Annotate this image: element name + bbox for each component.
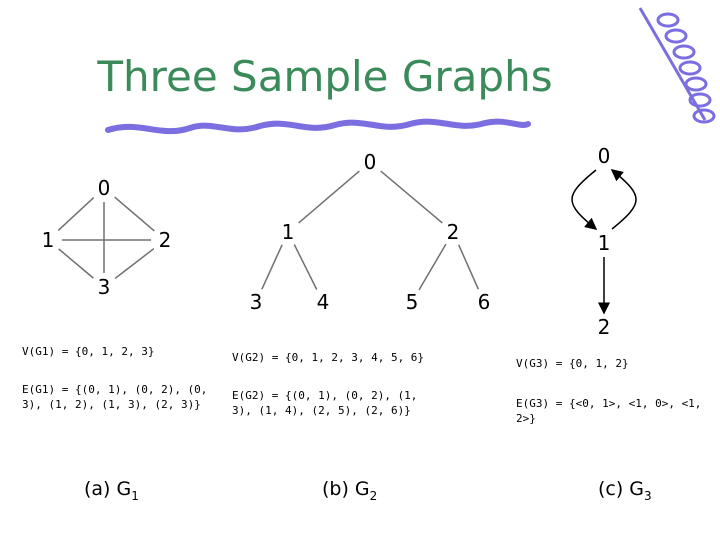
slide-title: Three Sample Graphs: [97, 52, 553, 101]
g2-edge-0-2: [380, 170, 443, 224]
g2-node-3: 3: [250, 290, 263, 314]
g1-edge-2-3: [114, 247, 155, 280]
g1-caption: (a) G1: [84, 478, 139, 503]
g1-node-1: 1: [42, 228, 55, 252]
g2-node-0: 0: [364, 150, 377, 174]
g3-edge-0-1: [571, 169, 598, 230]
g3-edge-set: E(G3) = {<0, 1>, <1, 0>, <1, 2>}: [516, 397, 709, 425]
g2-edge-0-1: [298, 170, 360, 224]
g2-vertex-set: V(G2) = {0, 1, 2, 3, 4, 5, 6}: [232, 351, 425, 364]
g1-edge-0-1: [57, 196, 95, 232]
g1-edge-1-3: [58, 248, 94, 279]
g1-edge-set: E(G1) = {(0, 1), (0, 2), (0, 3), (1, 2),…: [22, 383, 215, 411]
g3-edge-1-0: [610, 169, 637, 230]
notebook-spiral-decoration: [638, 7, 716, 124]
g2-node-5: 5: [406, 290, 419, 314]
g3-node-2: 2: [598, 315, 611, 339]
g2-node-6: 6: [478, 290, 491, 314]
g1-edge-0-2: [114, 196, 155, 232]
g2-edge-1-3: [261, 244, 283, 290]
title-underline-scribble: [105, 118, 531, 135]
g2-node-1: 1: [282, 220, 295, 244]
g3-vertex-set: V(G3) = {0, 1, 2}: [516, 357, 629, 370]
g1-node-2: 2: [159, 228, 172, 252]
g2-edge-1-4: [293, 244, 318, 290]
g2-node-2: 2: [447, 220, 460, 244]
g2-edge-2-5: [418, 243, 447, 291]
g2-edge-set: E(G2) = {(0, 1), (0, 2), (1, 3), (1, 4),…: [232, 389, 425, 417]
g2-edge-2-6: [457, 244, 480, 290]
g1-node-0: 0: [98, 176, 111, 200]
g2-caption: (b) G2: [322, 478, 378, 503]
g1-vertex-set: V(G1) = {0, 1, 2, 3}: [22, 345, 155, 358]
g3-node-0: 0: [598, 144, 611, 168]
g3-node-1: 1: [598, 231, 611, 255]
g1-node-3: 3: [98, 275, 111, 299]
g3-caption: (c) G3: [598, 478, 652, 503]
g2-node-4: 4: [317, 290, 330, 314]
